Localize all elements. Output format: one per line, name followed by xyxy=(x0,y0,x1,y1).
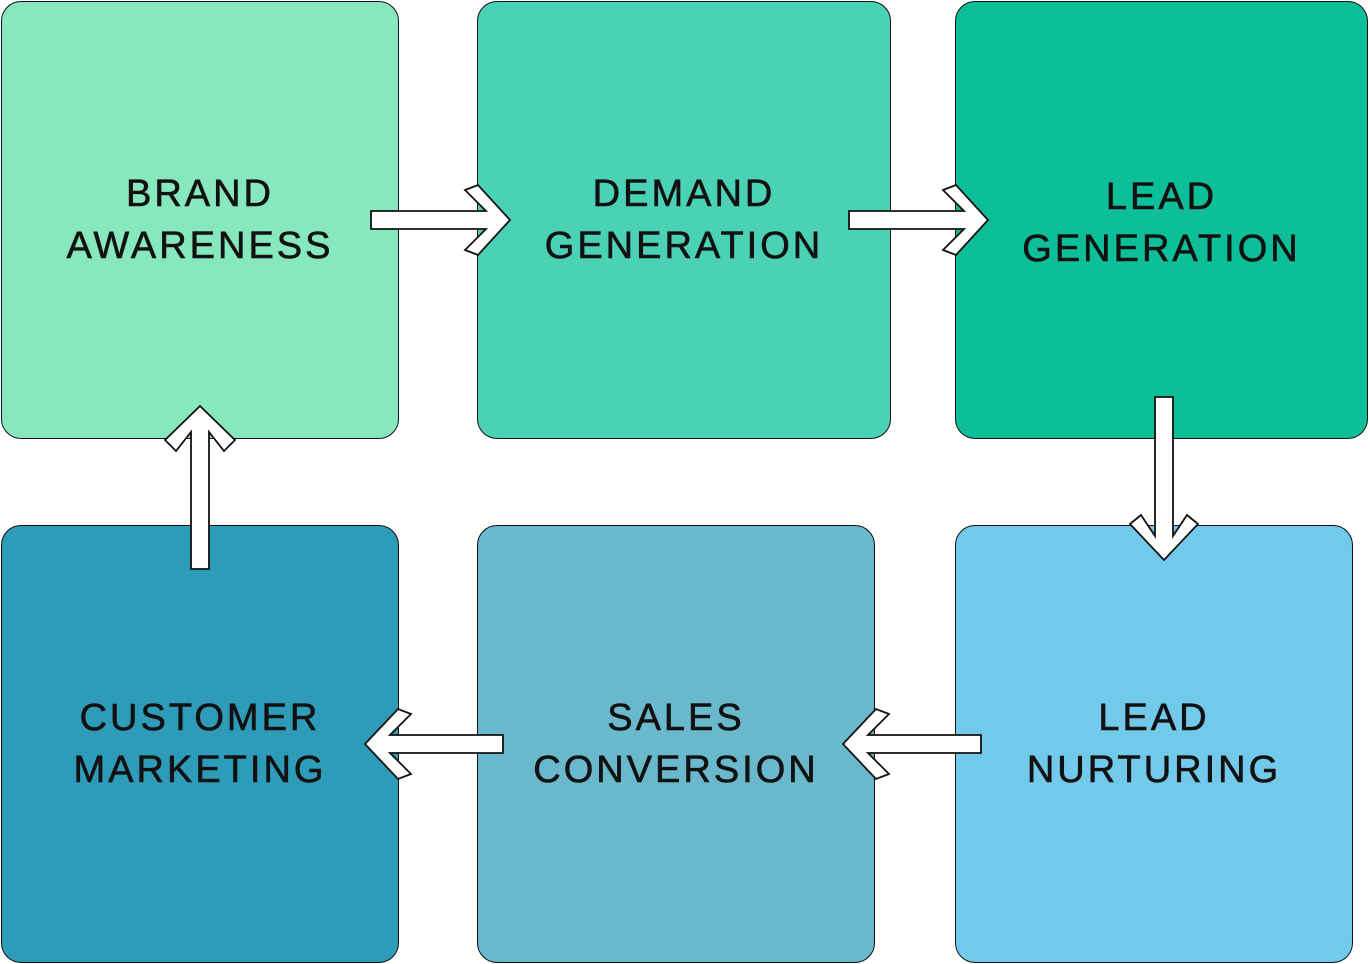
stage-label-line-2: GENERATION xyxy=(544,225,824,268)
stage-label-line-1: CUSTOMER xyxy=(79,697,321,740)
stage-label: LEAD GENERATION xyxy=(1022,171,1300,275)
stage-label-line-2: CONVERSION xyxy=(533,749,819,792)
stage-label-line-1: SALES xyxy=(607,697,745,740)
stage-lead-nurturing: LEAD NURTURING xyxy=(955,525,1353,963)
stage-brand-awareness: BRAND AWARENESS xyxy=(1,1,399,439)
stage-label-line-2: MARKETING xyxy=(73,749,327,792)
stage-lead-generation: LEAD GENERATION xyxy=(955,1,1368,439)
stage-label-line-1: DEMAND xyxy=(592,173,776,216)
stage-label: SALES CONVERSION xyxy=(533,692,818,796)
stage-demand-generation: DEMAND GENERATION xyxy=(477,1,891,439)
stage-label-line-1: LEAD xyxy=(1105,176,1218,219)
stage-label-line-2: AWARENESS xyxy=(66,225,334,268)
stage-label-line-2: NURTURING xyxy=(1026,749,1282,792)
stage-label: BRAND AWARENESS xyxy=(66,168,333,272)
stage-label: LEAD NURTURING xyxy=(1027,692,1281,796)
stage-label-line-1: LEAD xyxy=(1098,697,1210,740)
stage-label-line-1: BRAND xyxy=(125,173,274,216)
stage-label: DEMAND GENERATION xyxy=(544,168,824,272)
stage-label: CUSTOMER MARKETING xyxy=(73,692,327,796)
stage-label-line-2: GENERATION xyxy=(1022,228,1301,271)
stage-sales-conversion: SALES CONVERSION xyxy=(477,525,875,963)
stage-customer-marketing: CUSTOMER MARKETING xyxy=(1,525,399,963)
